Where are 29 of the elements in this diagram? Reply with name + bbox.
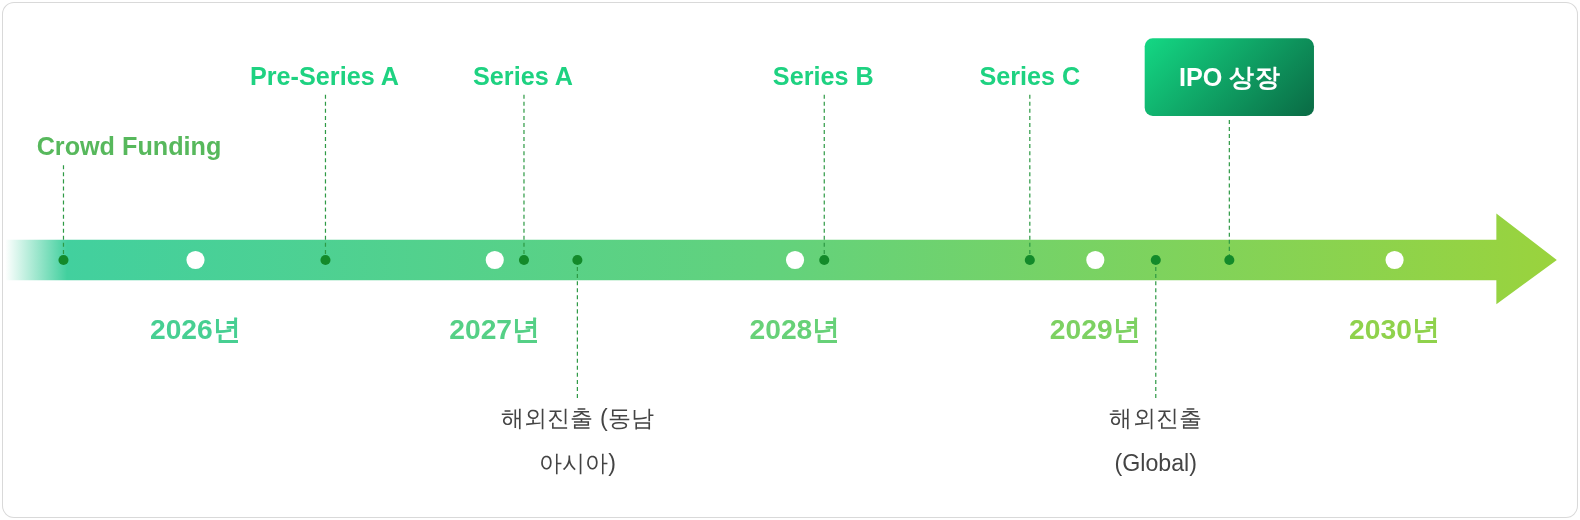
timeline-dot (58, 254, 69, 265)
milestone-label: Series C (979, 61, 1081, 91)
milestone-label: Series A (473, 61, 573, 91)
leader-line (1029, 94, 1031, 256)
milestone-label: Pre-Series A (250, 61, 399, 91)
timeline-dot (320, 254, 331, 265)
milestone-box: IPO 상장 (1144, 38, 1314, 116)
timeline-dot (819, 254, 830, 265)
timeline-dot (572, 254, 583, 265)
leader-line (576, 264, 578, 399)
leader-line (823, 94, 825, 256)
year-label: 2030년 (1349, 312, 1441, 347)
leader-line (1228, 119, 1230, 256)
milestone-note: 해외진출 (Global) (1070, 396, 1242, 485)
leader-line (324, 94, 327, 256)
year-label: 2029년 (1049, 312, 1141, 347)
year-label: 2028년 (749, 312, 841, 347)
milestone-note: 해외진출 (동남아시아) (491, 396, 664, 485)
timeline-dot (1024, 254, 1035, 265)
year-label: 2026년 (150, 312, 241, 347)
leader-line (523, 94, 525, 256)
leader-line (1155, 264, 1157, 399)
milestone-label: Series B (772, 61, 874, 91)
year-label: 2027년 (449, 312, 541, 347)
milestone-label: Crowd Funding (36, 132, 222, 162)
leader-line (62, 164, 65, 256)
timeline-dot (1224, 254, 1235, 265)
timeline-dot (1150, 254, 1161, 265)
timeline-dot (518, 254, 529, 265)
